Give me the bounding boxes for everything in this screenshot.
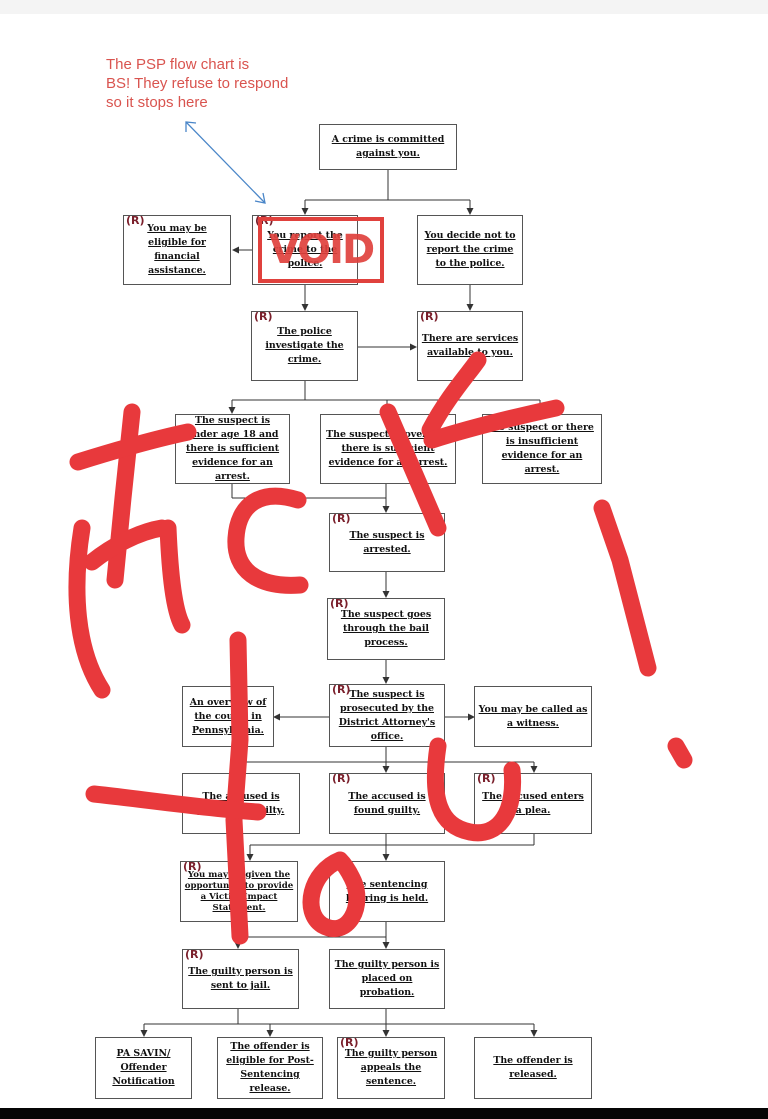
box-label: A crime is committed against you. bbox=[331, 134, 445, 159]
box-probation: The guilty person is placed on probation… bbox=[329, 949, 445, 1009]
box-overview: An overview of the courts in Pennsylvani… bbox=[182, 686, 274, 747]
box-label: The suspect is under age 18 and there is… bbox=[185, 415, 280, 482]
box-label: The guilty person appeals the sentence. bbox=[344, 1048, 438, 1087]
r-tag: (R) bbox=[340, 1036, 359, 1049]
box-label: The offender is eligible for Post-Senten… bbox=[226, 1041, 314, 1094]
r-tag: (R) bbox=[126, 214, 145, 227]
box-jail: (R) The guilty person is sent to jail. bbox=[182, 948, 299, 1009]
void-stamp: VOID bbox=[258, 217, 384, 283]
box-insufficient: No suspect or there is insufficient evid… bbox=[482, 414, 602, 484]
box-label: You decide not to report the crime to th… bbox=[424, 230, 516, 269]
box-label: The guilty person is placed on probation… bbox=[334, 959, 440, 998]
box-label: The offender is released. bbox=[493, 1055, 573, 1080]
r-tag: (R) bbox=[330, 597, 349, 610]
box-label: PA SAVIN/ Offender Notification bbox=[112, 1048, 175, 1087]
box-released: The offender is released. bbox=[474, 1037, 592, 1099]
box-savin: PA SAVIN/ Offender Notification bbox=[95, 1037, 192, 1099]
box-label: The suspect is arrested. bbox=[349, 529, 425, 555]
r-tag: (R) bbox=[254, 310, 273, 323]
box-label: You may be eligible for financial assist… bbox=[147, 223, 207, 276]
box-label: The accused enters a plea. bbox=[482, 790, 584, 816]
r-tag: (R) bbox=[183, 860, 202, 873]
r-tag: (R) bbox=[185, 948, 204, 961]
bottom-bar bbox=[0, 1108, 768, 1119]
box-label: You may be called as a witness. bbox=[478, 703, 588, 729]
box-arrested: (R) The suspect is arrested. bbox=[329, 512, 445, 572]
box-appeals: (R) The guilty person appeals the senten… bbox=[337, 1036, 445, 1099]
box-label: There are services available to you. bbox=[421, 333, 519, 358]
r-tag: (R) bbox=[477, 772, 496, 785]
box-label: The guilty person is sent to jail. bbox=[188, 966, 293, 991]
box-investigate: (R) The police investigate the crime. bbox=[251, 310, 358, 381]
annotation-note: The PSP flow chart is BS! They refuse to… bbox=[106, 56, 289, 111]
box-found-guilty: (R) The accused is found guilty. bbox=[329, 772, 445, 834]
box-label: The suspect is prosecuted by the Distric… bbox=[338, 688, 436, 742]
box-post-release: The offender is eligible for Post-Senten… bbox=[217, 1037, 323, 1099]
box-no-report: You decide not to report the crime to th… bbox=[417, 215, 523, 285]
box-under-18: The suspect is under age 18 and there is… bbox=[175, 414, 290, 484]
r-tag: (R) bbox=[420, 310, 439, 323]
box-bail: (R) The suspect goes through the bail pr… bbox=[327, 597, 445, 660]
box-label: You report the crime to the police. bbox=[267, 230, 343, 269]
box-crime: A crime is committed against you. bbox=[319, 124, 457, 170]
box-prosecuted: (R) The suspect is prosecuted by the Dis… bbox=[329, 683, 445, 747]
box-financial: (R) You may be eligible for financial as… bbox=[123, 214, 231, 285]
r-tag: (R) bbox=[332, 512, 351, 525]
r-tag: (R) bbox=[332, 683, 351, 696]
annotation-arrow bbox=[185, 121, 266, 204]
void-stamp-text: VOID bbox=[268, 227, 375, 273]
box-label: The suspect goes through the bail proces… bbox=[340, 609, 432, 648]
box-report: (R) You report the crime to the police. bbox=[252, 214, 358, 285]
box-label: The police investigate the crime. bbox=[265, 326, 344, 365]
r-tag: (R) bbox=[332, 772, 351, 785]
box-label: The accused is found guilty. bbox=[348, 790, 426, 816]
top-status-bar bbox=[0, 0, 768, 14]
box-witness: You may be called as a witness. bbox=[474, 686, 592, 747]
